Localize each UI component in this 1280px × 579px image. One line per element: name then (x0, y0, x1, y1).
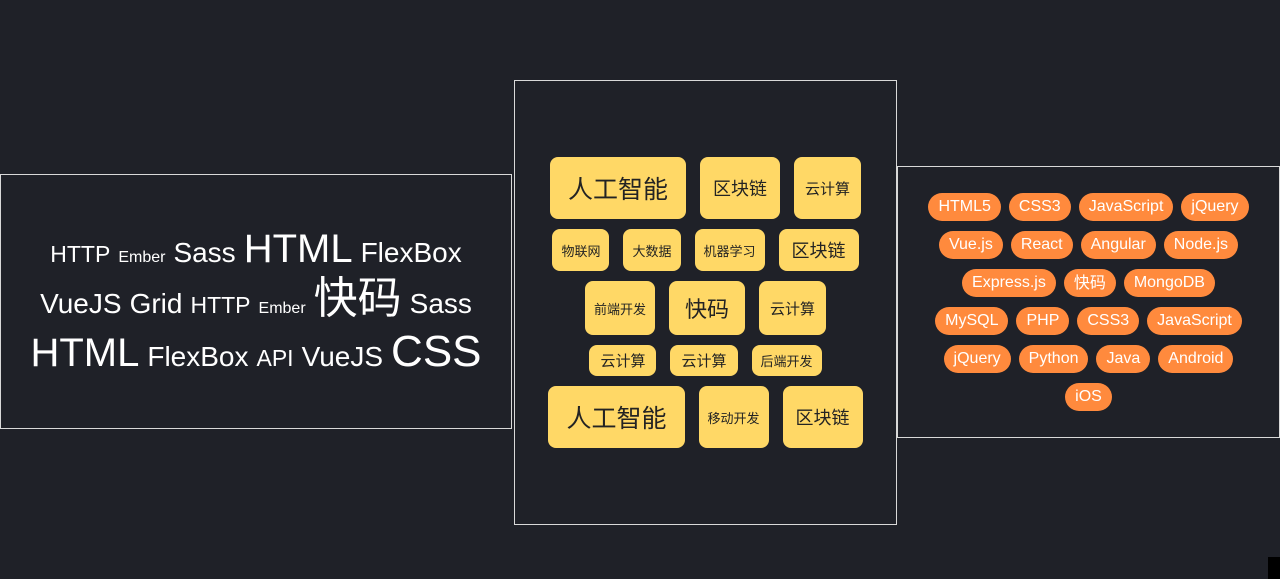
tag-cloud-item[interactable]: 人工智能 (549, 157, 686, 219)
tag-cloud-item[interactable]: 云计算 (759, 281, 827, 335)
pill-tag[interactable]: MySQL (935, 307, 1009, 335)
tag-cloud-item[interactable]: 前端开发 (584, 281, 655, 335)
word-cloud-item[interactable]: VueJS (40, 288, 122, 320)
pill-tag[interactable]: jQuery (943, 345, 1011, 373)
pill-tag[interactable]: 快码 (1063, 269, 1116, 297)
word-cloud-item[interactable]: Sass (409, 288, 472, 320)
tag-cloud-item[interactable]: 物联网 (552, 229, 610, 271)
tag-cloud-item[interactable]: 移动开发 (698, 386, 769, 448)
word-cloud-item[interactable]: FlexBox (147, 340, 249, 372)
pill-tag[interactable]: iOS (1065, 383, 1112, 411)
tag-cloud-item[interactable]: 快码 (668, 281, 745, 335)
tag-cloud-item[interactable]: 大数据 (623, 229, 681, 271)
tag-cloud-item[interactable]: 云计算 (670, 345, 738, 376)
pill-tag[interactable]: CSS3 (1008, 193, 1071, 221)
pill-tag[interactable]: jQuery (1181, 193, 1249, 221)
pill-tag[interactable]: MongoDB (1123, 269, 1215, 297)
word-cloud-item[interactable]: VueJS (301, 340, 384, 372)
word-cloud-item[interactable]: FlexBox (360, 237, 462, 269)
word-cloud-item[interactable]: HTML (243, 227, 353, 272)
word-cloud-item[interactable]: API (256, 344, 294, 371)
word-cloud-item[interactable]: Sass (173, 237, 236, 269)
tag-cloud-item[interactable]: 区块链 (778, 229, 859, 271)
pill-tag[interactable]: Express.js (962, 269, 1056, 297)
pill-tag[interactable]: Android (1158, 345, 1234, 373)
word-cloud-item[interactable]: HTTP (50, 241, 111, 268)
tag-cloud-item[interactable]: 人工智能 (548, 386, 685, 448)
word-cloud-item[interactable]: Grid (129, 288, 183, 320)
corner-marker (1268, 557, 1280, 579)
word-cloud-item[interactable]: HTTP (190, 292, 251, 319)
tag-cloud-item[interactable]: 云计算 (589, 345, 657, 376)
pill-tag[interactable]: JavaScript (1078, 193, 1174, 221)
tag-cloud-item[interactable]: 云计算 (794, 157, 862, 219)
word-cloud-item[interactable]: HTML (30, 330, 140, 375)
pill-tag[interactable]: CSS3 (1077, 307, 1140, 335)
word-cloud-item[interactable]: Ember (118, 249, 166, 267)
tag-cloud-item[interactable]: 机器学习 (694, 229, 765, 271)
pill-tag[interactable]: React (1010, 231, 1073, 259)
tag-cloud-panel: 人工智能区块链云计算物联网大数据机器学习区块链前端开发快码云计算云计算云计算后端… (514, 80, 897, 525)
word-cloud-item[interactable]: 快码 (313, 273, 402, 325)
pill-tag[interactable]: Node.js (1163, 231, 1239, 259)
pill-tag[interactable]: Java (1096, 345, 1151, 373)
pill-tag[interactable]: PHP (1016, 307, 1070, 335)
tag-cloud-item[interactable]: 区块链 (782, 386, 863, 448)
word-cloud-item[interactable]: Ember (258, 300, 306, 318)
pill-tag[interactable]: JavaScript (1147, 307, 1242, 335)
word-cloud-item[interactable]: CSS (391, 326, 482, 376)
pill-tag[interactable]: Vue.js (938, 231, 1003, 259)
pill-tag[interactable]: HTML5 (928, 193, 1001, 221)
tag-cloud-item[interactable]: 区块链 (700, 157, 780, 219)
tag-cloud-item[interactable]: 后端开发 (751, 345, 822, 376)
pill-tag[interactable]: Python (1018, 345, 1089, 373)
pill-tag[interactable]: Angular (1080, 231, 1156, 259)
